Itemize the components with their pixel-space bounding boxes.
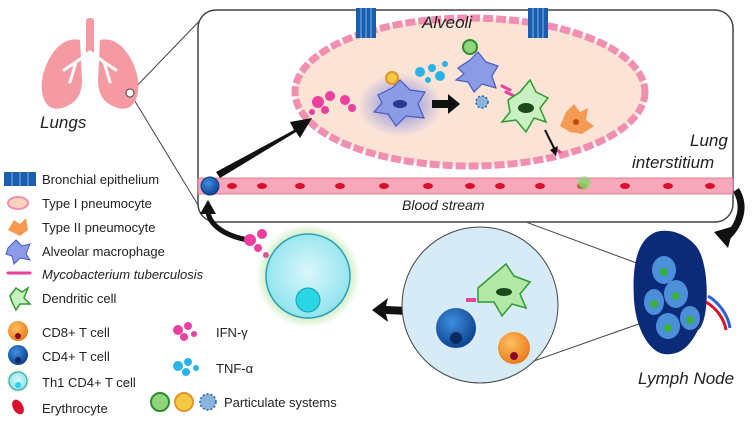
blood-stream-label: Blood stream (402, 197, 485, 213)
migrating-dc-glow (576, 175, 592, 191)
lungs-icon (41, 18, 139, 109)
legend-dendritic-cell: Dendritic cell (42, 291, 117, 306)
lymph-node-label: Lymph Node (638, 369, 735, 388)
type2-pneumocyte (560, 104, 594, 134)
legend-type2-pneumocyte: Type II pneumocyte (42, 220, 156, 235)
arrow-macrophage-activation (432, 94, 460, 114)
particulate-green (462, 39, 478, 55)
legend-ifn-gamma: IFN-γ (216, 325, 248, 340)
lung-interstitium-label-2: interstitium (632, 153, 715, 172)
arrow-th1-to-vessel (205, 211, 249, 243)
particulate-blue (475, 95, 489, 109)
lymph-node-zoom (401, 226, 559, 384)
legend-cd4-t-cell: CD4+ T cell (42, 349, 110, 364)
lungs-label: Lungs (40, 113, 87, 132)
legend-erythrocyte: Erythrocyte (42, 401, 108, 416)
tnf-alpha-cluster (415, 61, 448, 83)
arrow-dc-migration (544, 129, 555, 149)
legend-type1-pneumocyte: Type I pneumocyte (42, 196, 152, 211)
alveoli-label: Alveoli (422, 13, 473, 32)
alveolar-macrophage-2 (454, 51, 499, 93)
legend-icons (4, 172, 217, 415)
particulate-orange (385, 71, 399, 85)
legend-cd8-t-cell: CD8+ T cell (42, 325, 110, 340)
legend-mtb: Mycobacterium tuberculosis (42, 267, 204, 282)
cd4-t-cell-ln (436, 308, 476, 348)
arrow-th1-differentiation (372, 298, 430, 322)
ifn-gamma-cluster (309, 91, 356, 115)
cd8-t-cell-ln (498, 332, 530, 364)
legend-alveolar-macrophage: Alveolar macrophage (42, 244, 165, 259)
lymph-node-icon (633, 230, 732, 355)
bronchial-epithelium-top (356, 8, 548, 38)
th1-cd4-t-cell (265, 233, 351, 319)
mtb-antigen (466, 298, 476, 302)
legend-particulate-systems: Particulate systems (224, 395, 337, 410)
legend-th1-cd4-t-cell: Th1 CD4+ T cell (42, 375, 136, 390)
arrow-recruitment (216, 118, 312, 178)
legend-tnf-alpha: TNF-α (216, 361, 254, 376)
lung-interstitium-label-1: Lung (690, 131, 728, 150)
cd4-cell-in-vessel (200, 176, 220, 196)
legend-bronchial-epithelium: Bronchial epithelium (42, 172, 160, 187)
